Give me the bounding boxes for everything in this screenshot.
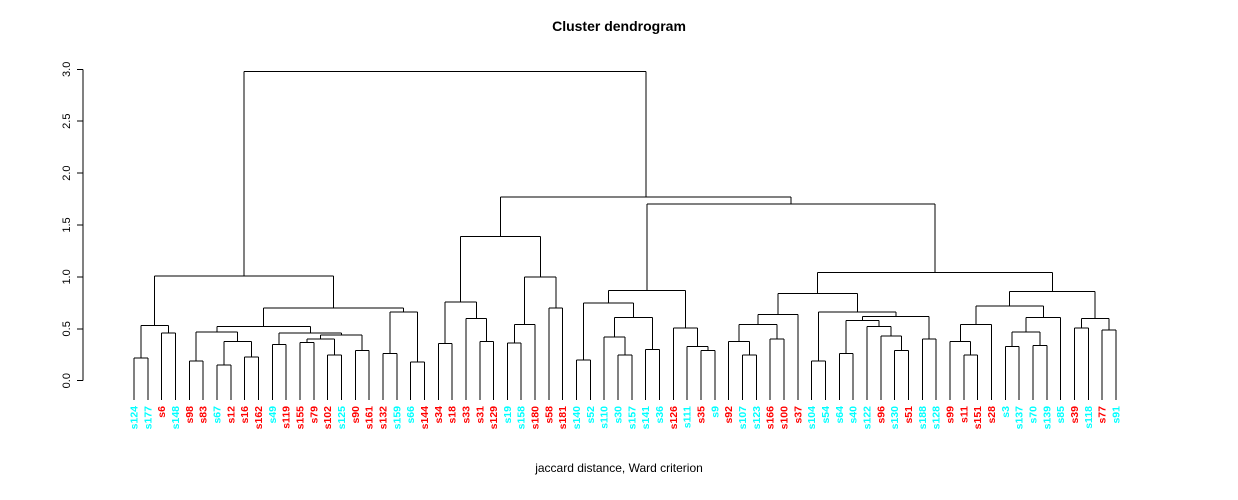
leaf-label-s104: s104 [806, 406, 818, 430]
leaf-label-s70: s70 [1027, 406, 1039, 424]
leaf-label-s161: s161 [364, 406, 376, 430]
leaf-label-s118: s118 [1083, 406, 1095, 429]
leaf-label-s18: s18 [447, 406, 459, 424]
leaf-label-s79: s79 [308, 406, 320, 424]
y-axis-tick-label: 2.0 [61, 165, 73, 180]
chart-title: Cluster dendrogram [552, 18, 686, 34]
leaf-label-s37: s37 [792, 406, 804, 424]
leaf-label-s66: s66 [405, 406, 417, 424]
leaf-label-s58: s58 [543, 406, 555, 424]
leaf-label-s11: s11 [958, 406, 970, 423]
leaf-label-s99: s99 [944, 406, 956, 424]
leaf-label-s119: s119 [281, 406, 293, 429]
leaf-label-s102: s102 [322, 406, 334, 430]
leaf-label-s39: s39 [1069, 406, 1081, 424]
leaf-label-s148: s148 [170, 406, 182, 430]
leaf-label-s123: s123 [751, 406, 763, 430]
leaf-label-s83: s83 [198, 406, 210, 424]
leaf-label-s111: s111 [682, 406, 694, 428]
leaf-label-s177: s177 [142, 406, 154, 430]
y-axis-tick-label: 2.5 [61, 114, 73, 129]
leaf-label-s6: s6 [156, 406, 168, 418]
leaf-label-s36: s36 [654, 406, 666, 424]
y-axis-tick-label: 1.5 [61, 217, 73, 232]
leaf-label-s141: s141 [640, 406, 652, 430]
leaf-label-s67: s67 [211, 406, 223, 424]
leaf-label-s49: s49 [267, 406, 279, 424]
leaf-label-s137: s137 [1014, 406, 1026, 430]
leaf-label-s181: s181 [557, 406, 569, 430]
leaf-label-s90: s90 [350, 406, 362, 424]
leaf-label-s35: s35 [696, 406, 708, 424]
chart-caption: jaccard distance, Ward criterion [535, 461, 703, 475]
leaf-label-s51: s51 [903, 406, 915, 424]
leaf-label-s159: s159 [391, 406, 403, 430]
leaf-label-s158: s158 [516, 406, 528, 430]
leaf-label-s107: s107 [737, 406, 749, 430]
leaf-label-s129: s129 [488, 406, 500, 430]
leaf-label-s33: s33 [460, 406, 472, 424]
leaf-label-s12: s12 [225, 406, 237, 424]
leaf-label-s144: s144 [419, 406, 431, 430]
leaf-label-s96: s96 [875, 406, 887, 424]
leaf-label-s30: s30 [613, 406, 625, 424]
leaf-label-s54: s54 [820, 406, 832, 424]
leaf-label-s19: s19 [502, 406, 514, 424]
leaf-label-s34: s34 [433, 406, 445, 424]
leaf-label-s157: s157 [626, 406, 638, 430]
leaf-label-s188: s188 [917, 406, 929, 430]
y-axis-tick-label: 3.0 [61, 62, 73, 77]
leaf-label-s140: s140 [571, 406, 583, 430]
y-axis-tick-label: 1.0 [61, 269, 73, 284]
leaf-label-s155: s155 [294, 406, 306, 430]
leaf-label-s100: s100 [779, 406, 791, 430]
leaf-label-s77: s77 [1097, 406, 1109, 424]
leaf-label-s122: s122 [861, 406, 873, 430]
leaf-label-s110: s110 [599, 406, 611, 429]
leaf-label-s162: s162 [253, 406, 265, 430]
leaf-label-s64: s64 [834, 406, 846, 424]
leaf-label-s151: s151 [972, 406, 984, 430]
leaf-label-s52: s52 [585, 406, 597, 424]
leaf-label-s40: s40 [848, 406, 860, 424]
leaf-label-s85: s85 [1055, 406, 1067, 424]
leaf-label-s31: s31 [474, 406, 486, 424]
leaf-label-s91: s91 [1110, 406, 1122, 424]
leaf-label-s130: s130 [889, 406, 901, 430]
leaf-label-s3: s3 [1000, 406, 1012, 418]
leaf-label-s180: s180 [530, 406, 542, 430]
leaf-label-s9: s9 [709, 406, 721, 418]
leaf-label-s132: s132 [377, 406, 389, 430]
leaf-label-s125: s125 [336, 406, 348, 430]
leaf-label-s126: s126 [668, 406, 680, 430]
y-axis-tick-label: 0.5 [61, 321, 73, 336]
leaf-label-s98: s98 [184, 406, 196, 424]
leaf-label-s28: s28 [986, 406, 998, 424]
leaf-label-s16: s16 [239, 406, 251, 424]
y-axis-tick-label: 0.0 [61, 373, 73, 388]
leaf-label-s128: s128 [931, 406, 943, 430]
leaf-label-s166: s166 [765, 406, 777, 430]
leaf-label-s139: s139 [1041, 406, 1053, 430]
leaf-label-s124: s124 [129, 406, 141, 430]
leaf-label-s92: s92 [723, 406, 735, 424]
